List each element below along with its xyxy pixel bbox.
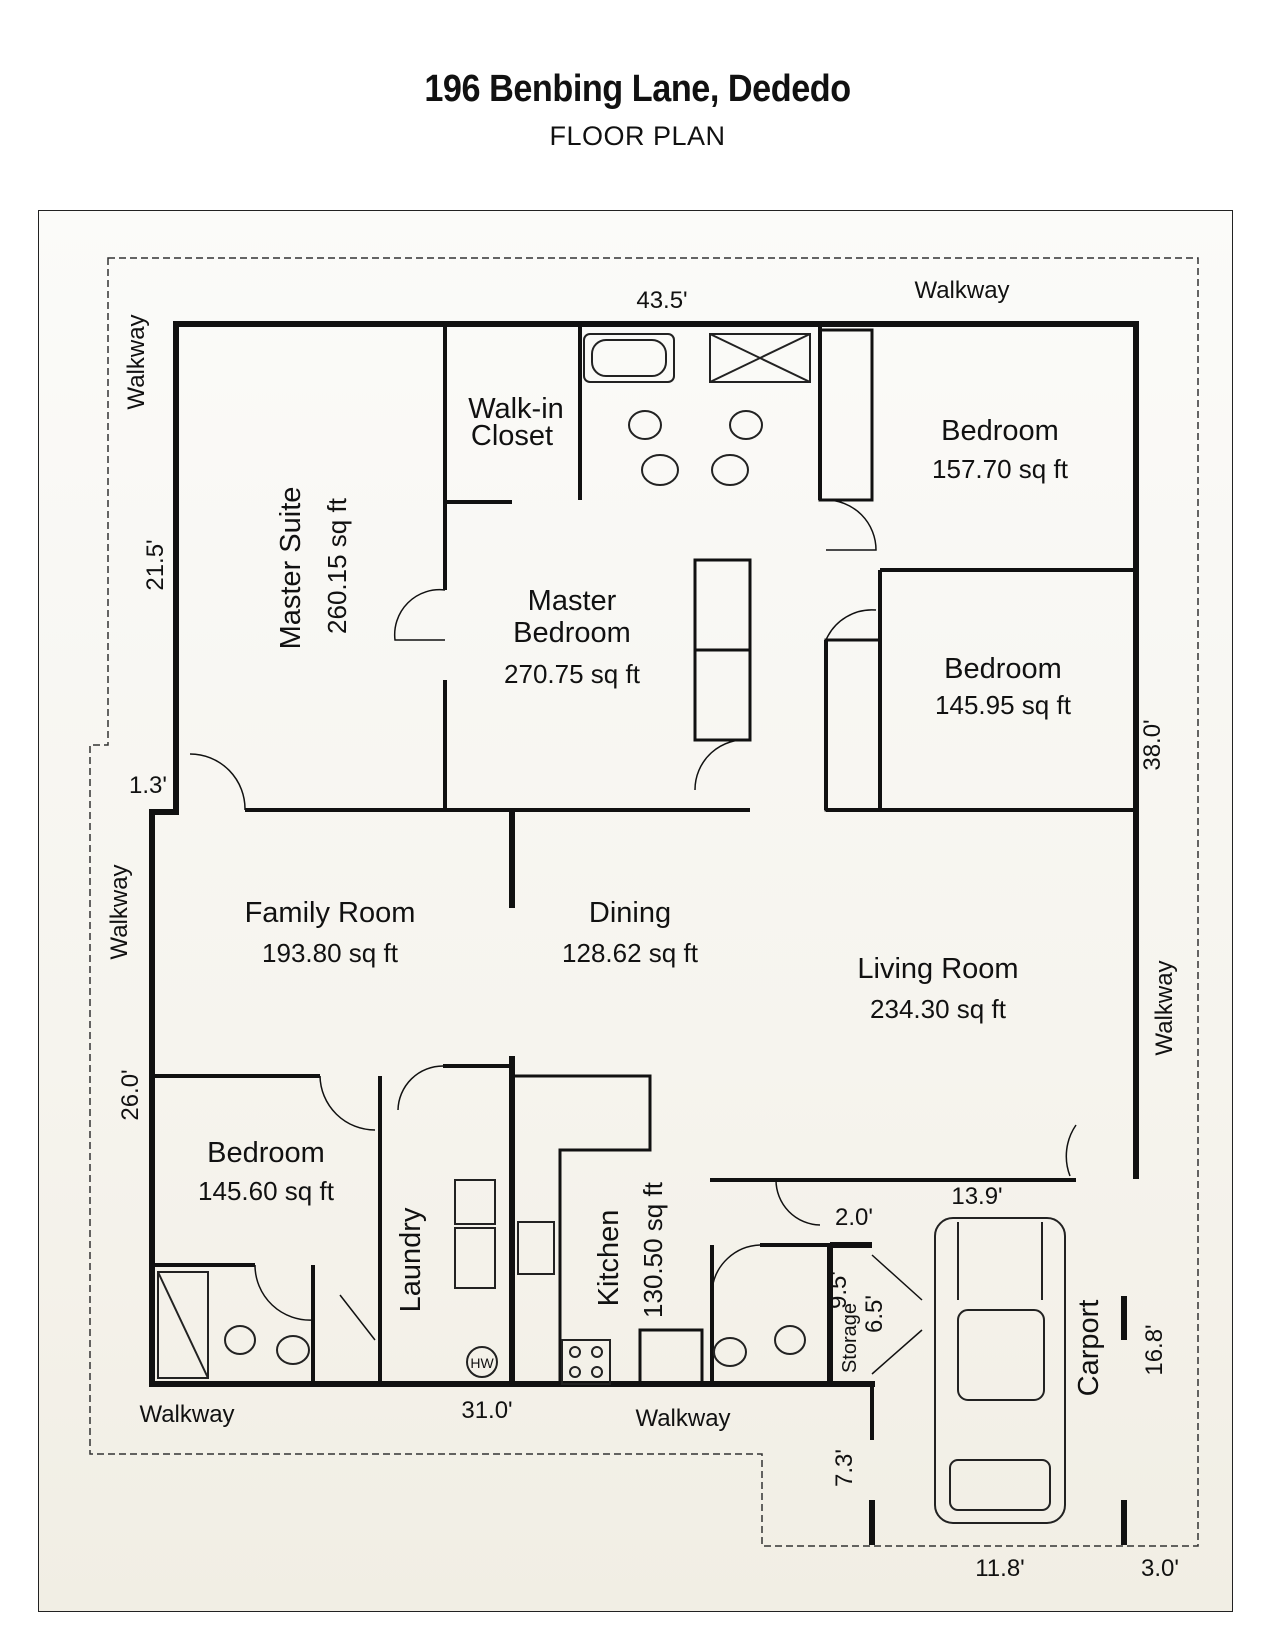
bedroom-e-area: 145.95 sq ft bbox=[935, 690, 1072, 720]
bedroom-sw-label: Bedroom bbox=[207, 1137, 325, 1169]
dim-storage-door: 6.5' bbox=[861, 1295, 888, 1333]
master-suite-label: Master Suite bbox=[275, 487, 307, 650]
toilet-icon bbox=[774, 1325, 806, 1355]
carport-label: Carport bbox=[1073, 1300, 1105, 1397]
bedroom-e-label: Bedroom bbox=[944, 653, 1062, 685]
living-room-label: Living Room bbox=[857, 953, 1018, 985]
family-room-label: Family Room bbox=[245, 897, 416, 929]
walkway-left-upper: Walkway bbox=[123, 314, 150, 409]
bedroom-ne-label: Bedroom bbox=[941, 415, 1059, 447]
dim-storage-length: 9.5' bbox=[825, 1271, 852, 1309]
dim-bottom-width: 31.0' bbox=[461, 1397, 512, 1424]
stove-icon bbox=[561, 1339, 611, 1385]
page-title: 196 Benbing Lane, Dededo bbox=[424, 68, 851, 110]
dim-left-lower: 26.0' bbox=[117, 1069, 144, 1120]
sink-icon bbox=[713, 1337, 747, 1367]
dining-label: Dining bbox=[589, 897, 671, 929]
master-bedroom-area: 270.75 sq ft bbox=[504, 659, 641, 689]
walkway-left-lower: Walkway bbox=[106, 864, 133, 959]
car-icon bbox=[934, 1217, 1066, 1524]
dim-side-gap: 3.0' bbox=[1141, 1555, 1179, 1582]
dryer-icon bbox=[454, 1227, 496, 1289]
laundry-label: Laundry bbox=[395, 1207, 427, 1312]
shower-icon bbox=[709, 333, 811, 383]
kitchen-area: 130.50 sq ft bbox=[638, 1181, 668, 1318]
dim-carport-width: 11.8' bbox=[975, 1555, 1025, 1582]
master-suite-area: 260.15 sq ft bbox=[322, 497, 352, 634]
master-bedroom-label: Master bbox=[528, 585, 617, 617]
family-room-area: 193.80 sq ft bbox=[262, 938, 399, 968]
dim-step: 1.3' bbox=[129, 772, 167, 799]
kitchen-label: Kitchen bbox=[593, 1210, 625, 1307]
walk-in-closet-label: Walk-in bbox=[468, 393, 564, 425]
kitchen-sink-icon bbox=[517, 1221, 555, 1275]
water-heater-icon bbox=[466, 1346, 498, 1378]
doors bbox=[189, 499, 1077, 1375]
sink-icon bbox=[711, 454, 749, 486]
dim-carport-top: 13.9' bbox=[951, 1183, 1002, 1210]
page-subtitle: FLOOR PLAN bbox=[549, 121, 726, 151]
toilet-icon bbox=[729, 410, 763, 440]
dining-area: 128.62 sq ft bbox=[562, 938, 699, 968]
dim-left-upper: 21.5' bbox=[142, 539, 169, 590]
storage-label: Storage bbox=[839, 1303, 861, 1373]
walkway-bottom-center: Walkway bbox=[635, 1405, 730, 1432]
bedroom-sw-area: 145.60 sq ft bbox=[198, 1176, 335, 1206]
dim-carport-length: 16.8' bbox=[1141, 1324, 1168, 1375]
sink-icon bbox=[641, 454, 679, 486]
floor-plan-frame bbox=[38, 210, 1233, 1612]
toilet-icon bbox=[224, 1325, 256, 1355]
living-room-area: 234.30 sq ft bbox=[870, 994, 1007, 1024]
property-boundary bbox=[89, 257, 1199, 1547]
built-ins bbox=[512, 328, 882, 1386]
walk-in-closet-label-2: Closet bbox=[471, 420, 553, 452]
shower-icon bbox=[157, 1271, 209, 1379]
sink-icon bbox=[276, 1335, 310, 1365]
dim-top-width: 43.5' bbox=[636, 287, 687, 314]
master-bedroom-label-2: Bedroom bbox=[513, 617, 631, 649]
bathtub-icon bbox=[583, 333, 675, 383]
dim-right-height: 38.0' bbox=[1139, 719, 1166, 770]
water-heater-label: HW bbox=[470, 1355, 494, 1371]
bedroom-ne-area: 157.70 sq ft bbox=[932, 454, 1069, 484]
walkway-top: Walkway bbox=[914, 277, 1009, 304]
fixtures bbox=[157, 333, 811, 1385]
washer-icon bbox=[454, 1179, 496, 1225]
walkway-right: Walkway bbox=[1151, 960, 1178, 1055]
dimension-ticks bbox=[869, 1296, 1127, 1545]
exterior-walls bbox=[149, 321, 1139, 1387]
dim-storage-width: 2.0' bbox=[835, 1204, 873, 1231]
walkway-bottom-left: Walkway bbox=[139, 1401, 234, 1428]
dim-carport-offset: 7.3' bbox=[831, 1449, 858, 1487]
toilet-icon bbox=[628, 410, 662, 440]
